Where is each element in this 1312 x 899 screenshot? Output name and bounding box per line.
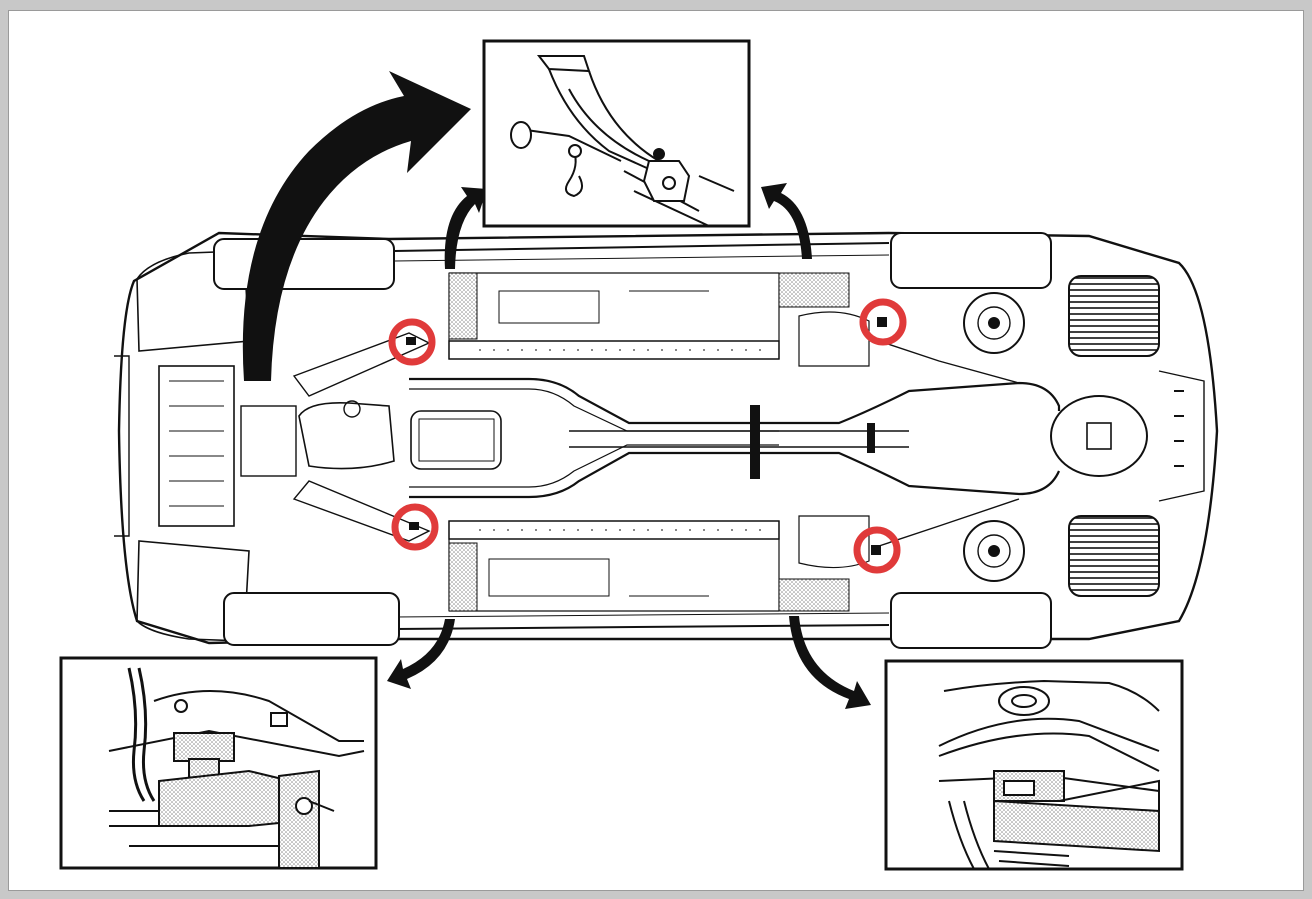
underbody-diagram [59,39,1219,871]
front-crossmember [158,365,235,527]
body-outline [117,231,1219,645]
driveshaft [569,430,909,448]
lift-point-markers [388,298,907,574]
lift-pad-icon [108,667,365,869]
rear-right-spring-seat [963,520,1025,582]
rear-right-muffler [1068,515,1160,597]
front-pad-detail-view [59,656,378,870]
left-sill [393,242,890,252]
front-right-wheel [223,592,400,646]
lift-pad-icon [938,679,1160,870]
floor-jack-icon [510,55,735,227]
front-left-wheel [213,238,395,290]
curved-arrow-icon [387,619,455,689]
left-frame-rail [448,340,780,360]
floor-pad-front-left [448,272,478,340]
exhaust-left [409,377,1061,425]
curved-arrow-icon [761,183,812,259]
jack-detail-view [482,39,751,228]
rear-right-lift-point-marker [853,526,901,574]
rear-left-lift-point-marker [859,298,907,346]
rear-pad-detail-view [884,659,1184,871]
right-sill [393,624,890,630]
curved-arrow-icon [242,71,471,381]
engine-oil-pan [298,401,395,470]
floor-pad-rear-right [778,578,850,612]
floor-pad-rear-left [778,272,850,308]
rear-left-muffler [1068,275,1160,357]
rear-left-spring-seat [963,292,1025,354]
right-frame-rail [448,520,780,540]
diagram-frame [8,10,1304,891]
transmission-pan [410,410,502,470]
front-left-lift-point-marker [388,318,436,366]
curved-arrow-icon [789,616,871,709]
front-right-lift-point-marker [391,503,439,551]
exhaust-right [409,451,1061,499]
rear-right-wheel [890,592,1052,649]
rear-differential [1050,395,1148,477]
curved-arrow-icon [444,187,487,269]
rear-left-wheel [890,232,1052,289]
callout-arrows [242,71,871,709]
floor-pad-front-right [448,542,478,612]
